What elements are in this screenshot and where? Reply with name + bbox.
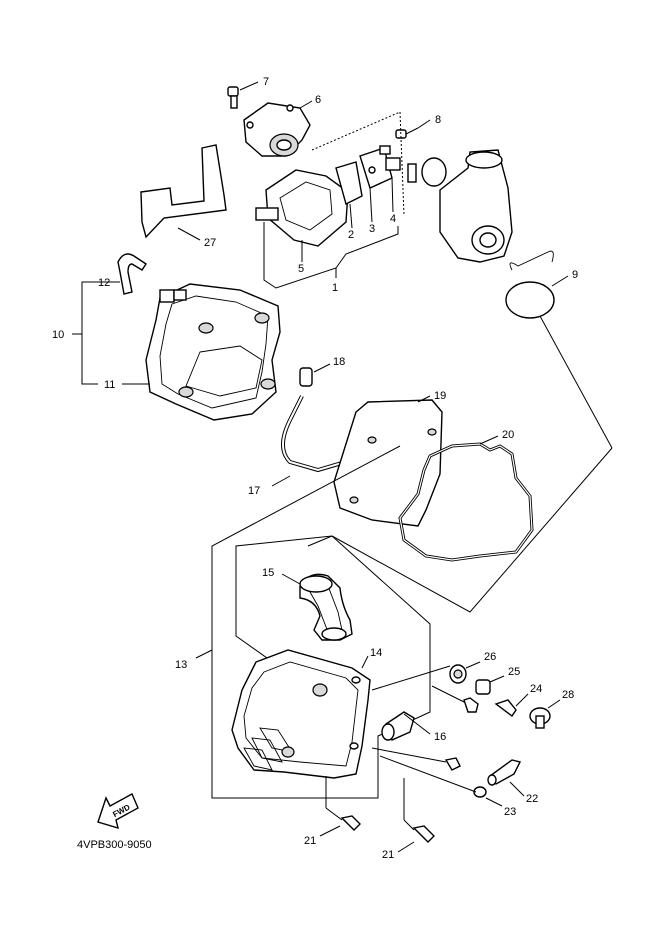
part-15-duct (281, 573, 353, 641)
label-5: 5 (298, 263, 304, 275)
label-9: 9 (572, 269, 578, 281)
label-1: 1 (332, 282, 338, 294)
label-26: 26 (484, 651, 496, 663)
part-26-grommet (371, 661, 481, 691)
part-18-cap (299, 363, 331, 387)
part-8-bolt (395, 119, 447, 187)
label-7: 7 (263, 76, 269, 88)
label-28: 28 (562, 689, 574, 701)
part-14-airbox (231, 649, 371, 779)
label-23: 23 (504, 806, 516, 818)
part-7-bolt (227, 81, 259, 109)
part-16-fitting (381, 711, 431, 741)
label-25: 25 (508, 666, 520, 678)
label-27: 27 (204, 237, 216, 249)
label-21a: 21 (304, 835, 316, 847)
part-labels: 7 6 8 27 2 3 4 5 1 9 12 10 11 18 19 20 1… (52, 76, 578, 861)
part-25-collar (475, 675, 505, 695)
label-6: 6 (315, 94, 321, 106)
part-12-hose (114, 253, 147, 295)
part-21-screws (319, 776, 435, 853)
part-11-case (145, 283, 281, 421)
part-17-hose (271, 395, 401, 487)
label-21b: 21 (382, 849, 394, 861)
reed-valve-assembly (255, 111, 405, 289)
label-12: 12 (98, 277, 110, 289)
diagram-code: 4VPB300-9050 (77, 839, 152, 851)
label-2: 2 (348, 229, 354, 241)
label-8: 8 (435, 114, 441, 126)
label-15: 15 (262, 567, 274, 579)
airbox-bolts (371, 685, 503, 807)
label-16: 16 (434, 731, 446, 743)
fwd-arrow-icon: FWD (97, 793, 139, 830)
part-27-plate (140, 144, 227, 241)
part-19-element (333, 395, 443, 527)
label-18: 18 (333, 356, 345, 368)
part-24-screw (494, 693, 529, 718)
label-24: 24 (530, 683, 542, 695)
label-11: 11 (104, 379, 115, 391)
part-6-cover (243, 100, 313, 157)
label-4: 4 (390, 213, 396, 225)
part-20-gasket (398, 435, 534, 562)
label-19: 19 (434, 390, 446, 402)
label-13: 13 (175, 659, 187, 671)
label-17: 17 (248, 485, 260, 497)
label-20: 20 (502, 429, 514, 441)
part-22-tube (487, 759, 525, 797)
label-22: 22 (526, 793, 538, 805)
label-14: 14 (370, 647, 382, 659)
bracket-13 (195, 445, 613, 799)
label-10: 10 (52, 329, 64, 341)
carburetor (439, 149, 513, 263)
part-9-oring (505, 250, 613, 449)
bracket-10 (72, 281, 150, 385)
part-28-clip (529, 699, 561, 729)
label-3: 3 (369, 223, 375, 235)
